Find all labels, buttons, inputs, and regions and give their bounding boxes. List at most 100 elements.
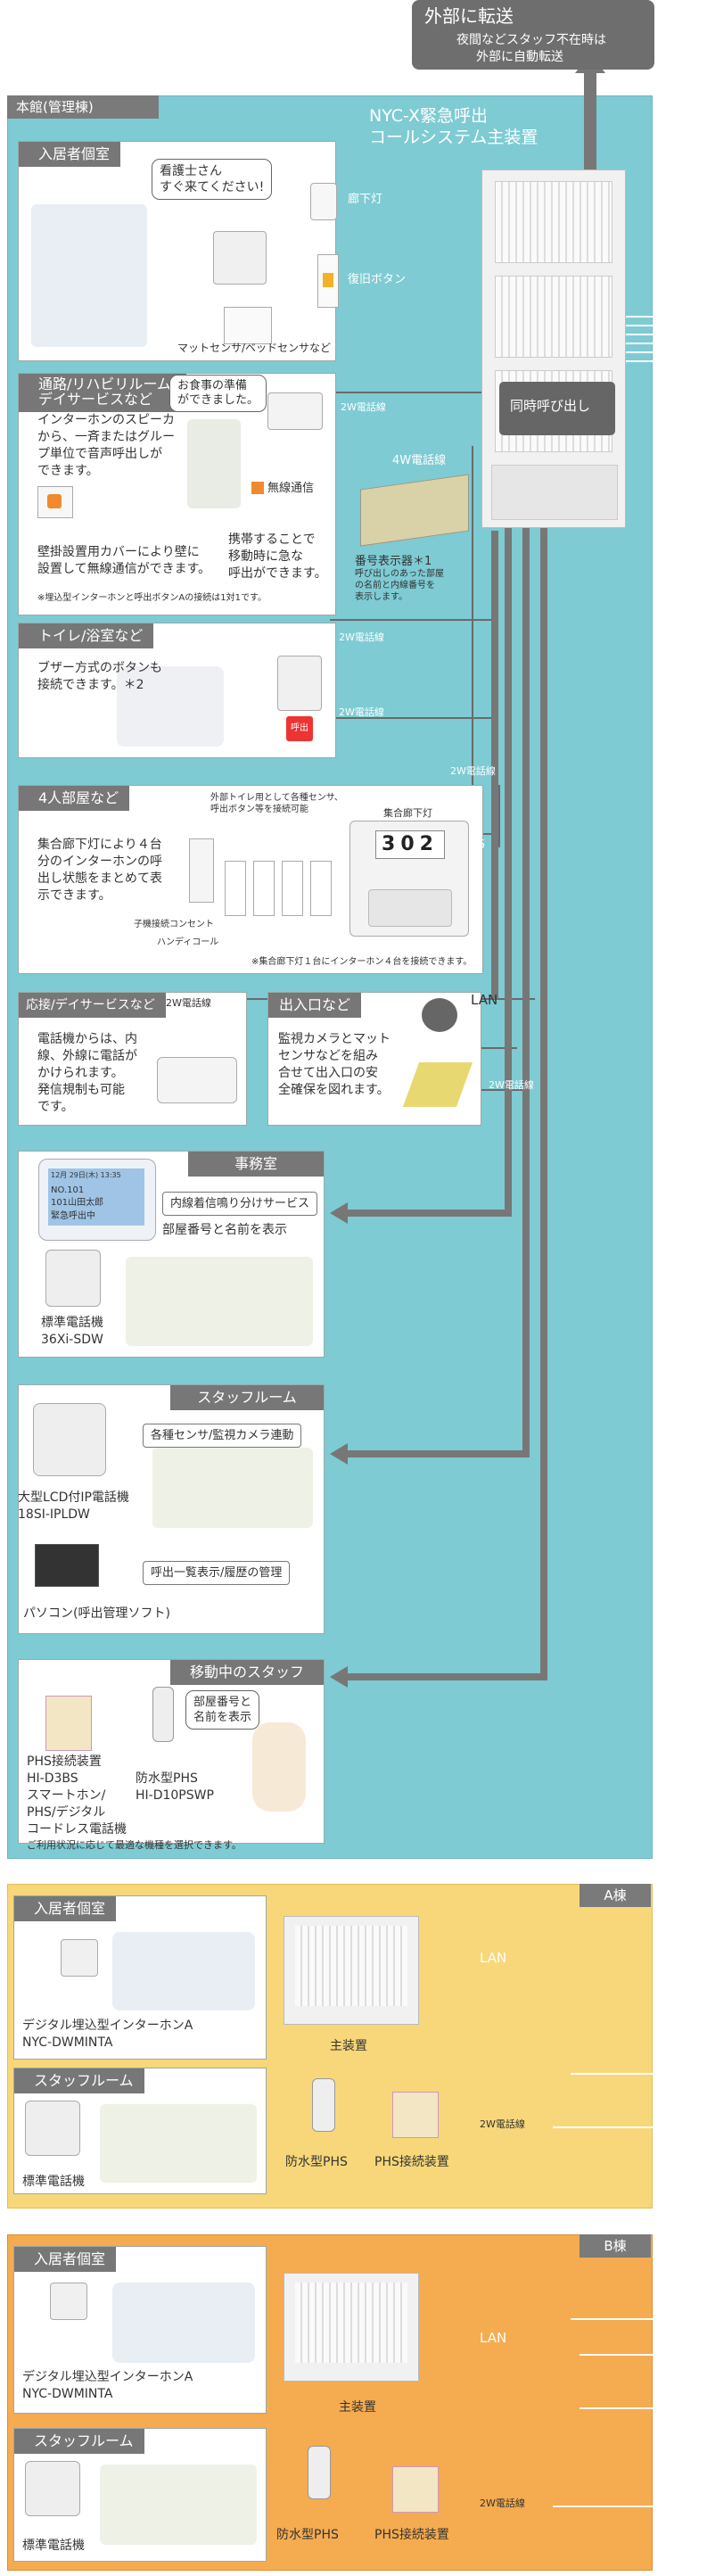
hallway-wire-label: 2W電話線 — [341, 401, 386, 413]
office-lcd-screen: 12月 29日(木) 13:35 NO.101 101山田太郎 緊急呼出中 — [48, 1168, 144, 1226]
mat-sensor-image — [402, 1062, 473, 1107]
honkan-tab: 本館(管理棟) — [7, 95, 159, 119]
meal-bubble: お食事の準備 ができました。 — [169, 375, 267, 412]
hallway-title-line2: デイサービスなど — [38, 391, 153, 408]
hallway-desc-line1: インターホンのスピーカ — [37, 413, 175, 427]
four-room-desc-line4: 示できます。 — [37, 888, 111, 903]
hallway-title: 通路/リハビリルーム/ デイサービスなど — [19, 374, 187, 412]
lcd-line4: 緊急呼出中 — [51, 1211, 95, 1221]
building-a-tab: A棟 — [580, 1884, 651, 1907]
resident-room-title: 入居者個室 — [19, 142, 121, 167]
b-bed-image — [112, 2283, 255, 2363]
resident-bed-image — [31, 204, 147, 347]
mobile-staff-title: 移動中のスタッフ — [170, 1660, 324, 1685]
b-intercom-line1: デジタル埋込型インターホンA — [22, 2370, 193, 2384]
lcd-line2: NO.101 — [51, 1185, 85, 1195]
room-number-display: 302 — [375, 830, 445, 859]
hallway-desc-line4: できます。 — [37, 464, 99, 478]
intercom-3-image — [282, 861, 303, 916]
toilet-desc-line1: ブザー方式のボタンも — [37, 661, 162, 675]
cover-line2: 設置して無線通信ができます。 — [37, 562, 211, 576]
mobile-bubble-line2: 名前を表示 — [193, 1711, 252, 1724]
reset-button-label: 復旧ボタン — [348, 273, 407, 286]
call-button-image: 呼出 — [286, 716, 313, 741]
system-title-line2: コールシステム主装置 — [369, 128, 538, 147]
wall-button-image — [37, 486, 73, 518]
b-lan-label: LAN — [480, 2330, 507, 2346]
entrance-wire-label: 2W電話線 — [489, 1079, 534, 1091]
number-display-line1: 番号表示器＊1 — [355, 555, 432, 568]
reception-desc-line3: かけられます。 — [37, 1066, 124, 1080]
hall-light-image — [310, 183, 337, 220]
four-room-wire-label: 2W電話線 — [450, 765, 496, 777]
carry-line3: 呼出ができます。 — [228, 566, 327, 581]
a-phs-image — [312, 2078, 335, 2132]
a-main-unit-label: 主装置 — [330, 2039, 367, 2053]
phs-device-line1: PHS接続装置 — [27, 1754, 102, 1769]
cover-line1: 壁掛設置用カバーにより壁に — [37, 545, 200, 559]
ip-phone-line1: 大型LCD付IP電話機 — [18, 1490, 129, 1505]
phs-line2: HI-D10PSWP — [136, 1788, 214, 1803]
a-phs-device-image — [392, 2092, 439, 2138]
office-phone-line2: 36Xi-SDW — [41, 1333, 103, 1347]
a-wire-label: 2W電話線 — [480, 2118, 525, 2130]
mobile-bubble-line1: 部屋番号と — [193, 1696, 252, 1709]
hallway-title-line1: 通路/リハビリルーム/ — [38, 376, 177, 392]
pc-label: パソコン(呼出管理ソフト) — [23, 1606, 170, 1621]
a-intercom-image — [61, 1939, 98, 1977]
reception-desc-line4: 発信規制も可能 — [37, 1083, 125, 1097]
b-phs-device-label: PHS接続装置 — [374, 2528, 449, 2542]
number-display-line2: 呼び出しのあった部屋 — [355, 569, 444, 579]
smart-line1: スマートホン/ — [27, 1788, 106, 1803]
speaker-image — [267, 392, 323, 430]
smart-line2: PHS/デジタル — [27, 1805, 106, 1820]
four-room-desc-line2: 分のインターホンの呼 — [37, 855, 162, 869]
number-display-line3: の名前と内線番号を — [355, 581, 435, 590]
hallway-note: ※埋込型インターホンと呼出ボタンAの接続は1対1です。 — [37, 593, 267, 603]
staff-room-image — [152, 1448, 313, 1528]
toilet-desc-line2: 接続できます。＊2 — [37, 678, 144, 692]
office-phone-line1: 標準電話機 — [41, 1316, 103, 1330]
handy-call-label: ハンディコール — [157, 937, 219, 947]
a-lan-label: LAN — [480, 1950, 507, 1966]
a-main-unit-image — [284, 1916, 419, 2025]
group-light-image: 302 — [349, 821, 469, 937]
mobile-note: ご利用状況に応じて最適な機種を選択できます。 — [27, 1839, 242, 1851]
office-title: 事務室 — [188, 1152, 324, 1177]
phs-line1: 防水型PHS — [136, 1771, 198, 1786]
a-staff-panel: スタッフルーム — [13, 2068, 267, 2194]
entrance-desc-line3: 合せて出入口の安 — [278, 1066, 378, 1080]
toilet-wire2-label: 2W電話線 — [339, 706, 384, 718]
ip-phone-line2: 18SI-IPLDW — [18, 1507, 90, 1522]
intercom-4-image — [310, 861, 332, 916]
a-intercom-line2: NYC-DWMINTA — [22, 2035, 113, 2050]
meal-bubble-line1: お食事の準備 — [177, 379, 248, 392]
office-note2: 部屋番号と名前を表示 — [162, 1223, 287, 1237]
hallway-desc-line3: プ単位で音声呼出しが — [37, 447, 162, 461]
a-phs-device-label: PHS接続装置 — [374, 2155, 449, 2169]
staff-note1: 各種センサ/監視カメラ連動 — [143, 1424, 302, 1448]
pc-image — [35, 1544, 99, 1587]
office-staff-image — [126, 1257, 313, 1346]
toilet-wire1-label: 2W電話線 — [339, 632, 384, 643]
office-lcd-frame: 12月 29日(木) 13:35 NO.101 101山田太郎 緊急呼出中 — [38, 1159, 156, 1241]
reception-phone-image — [157, 1057, 237, 1103]
main-unit-image — [481, 169, 626, 528]
a-resident-title: 入居者個室 — [14, 1896, 117, 1921]
mobile-bubble: 部屋番号と 名前を表示 — [185, 1690, 260, 1730]
sensor-image — [224, 307, 272, 344]
intercom-2-image — [253, 861, 275, 916]
entrance-title: 出入口など — [268, 993, 362, 1018]
a-phone-image — [25, 2101, 80, 2156]
four-room-desc-line1: 集合廊下灯により４台 — [37, 838, 162, 852]
transfer-line1: 夜間などスタッフ不在時は — [456, 33, 606, 47]
mobile-staff-panel: 移動中のスタッフ — [18, 1659, 325, 1844]
reception-wire-label: 2W電話線 — [166, 997, 211, 1009]
wire-4w-label: 4W電話線 — [392, 454, 447, 467]
phs-device-image — [45, 1696, 92, 1751]
external-transfer-box — [412, 0, 654, 70]
meal-bubble-line2: ができました。 — [177, 393, 259, 407]
a-staff-title: スタッフルーム — [14, 2068, 144, 2093]
entrance-lan-label: LAN — [471, 992, 498, 1008]
